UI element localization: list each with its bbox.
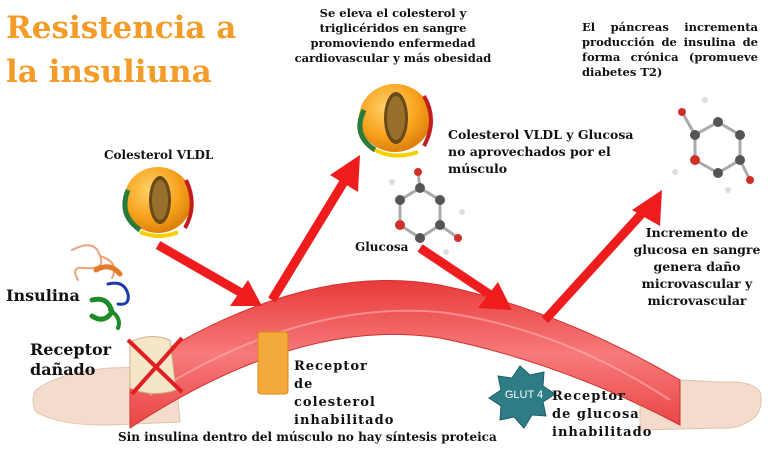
insulin-protein-icon bbox=[71, 244, 130, 330]
label-receptor-glucosa: Receptor de glucosa inhabilitado bbox=[552, 389, 653, 440]
arrow-muscle-to-glucose bbox=[541, 190, 662, 324]
damaged-receptor-icon bbox=[126, 336, 184, 396]
arrow-glucosa-to-muscle bbox=[417, 244, 512, 310]
label-insulina: Insulina bbox=[6, 286, 80, 305]
label-receptor-danado: Receptor dañado bbox=[30, 340, 112, 379]
lipoprotein-icon-top bbox=[357, 84, 433, 158]
glut4-receptor-icon bbox=[488, 365, 556, 429]
label-incremento: Incremento de glucosa en sangre genera d… bbox=[633, 225, 761, 308]
arrow-vldl-to-muscle bbox=[155, 241, 262, 306]
label-vldl-glucosa: Colesterol VLDL y Glucosa no aprovechado… bbox=[448, 127, 634, 176]
page-title: Resistencia a la insuliuna bbox=[6, 10, 237, 90]
cholesterol-receptor-icon bbox=[257, 331, 289, 395]
label-receptor-colesterol: Receptor de colesterol inhabilitado bbox=[294, 359, 395, 428]
glut4-label: GLUT 4 bbox=[504, 389, 544, 401]
top-note: Se eleva el colesterol y triglicéridos e… bbox=[294, 6, 492, 65]
arrow-muscle-to-top bbox=[268, 155, 360, 303]
lipoprotein-icon-left bbox=[122, 167, 194, 238]
bottom-caption: Sin insulina dentro del músculo no hay s… bbox=[118, 430, 497, 444]
right-note: El páncreas incrementa producción de ins… bbox=[582, 20, 758, 79]
glucose-molecule-icon-center bbox=[389, 168, 465, 255]
label-glucosa: Glucosa bbox=[355, 240, 409, 254]
glucose-molecule-icon-right bbox=[672, 97, 754, 193]
label-vldl: Colesterol VLDL bbox=[104, 148, 214, 162]
